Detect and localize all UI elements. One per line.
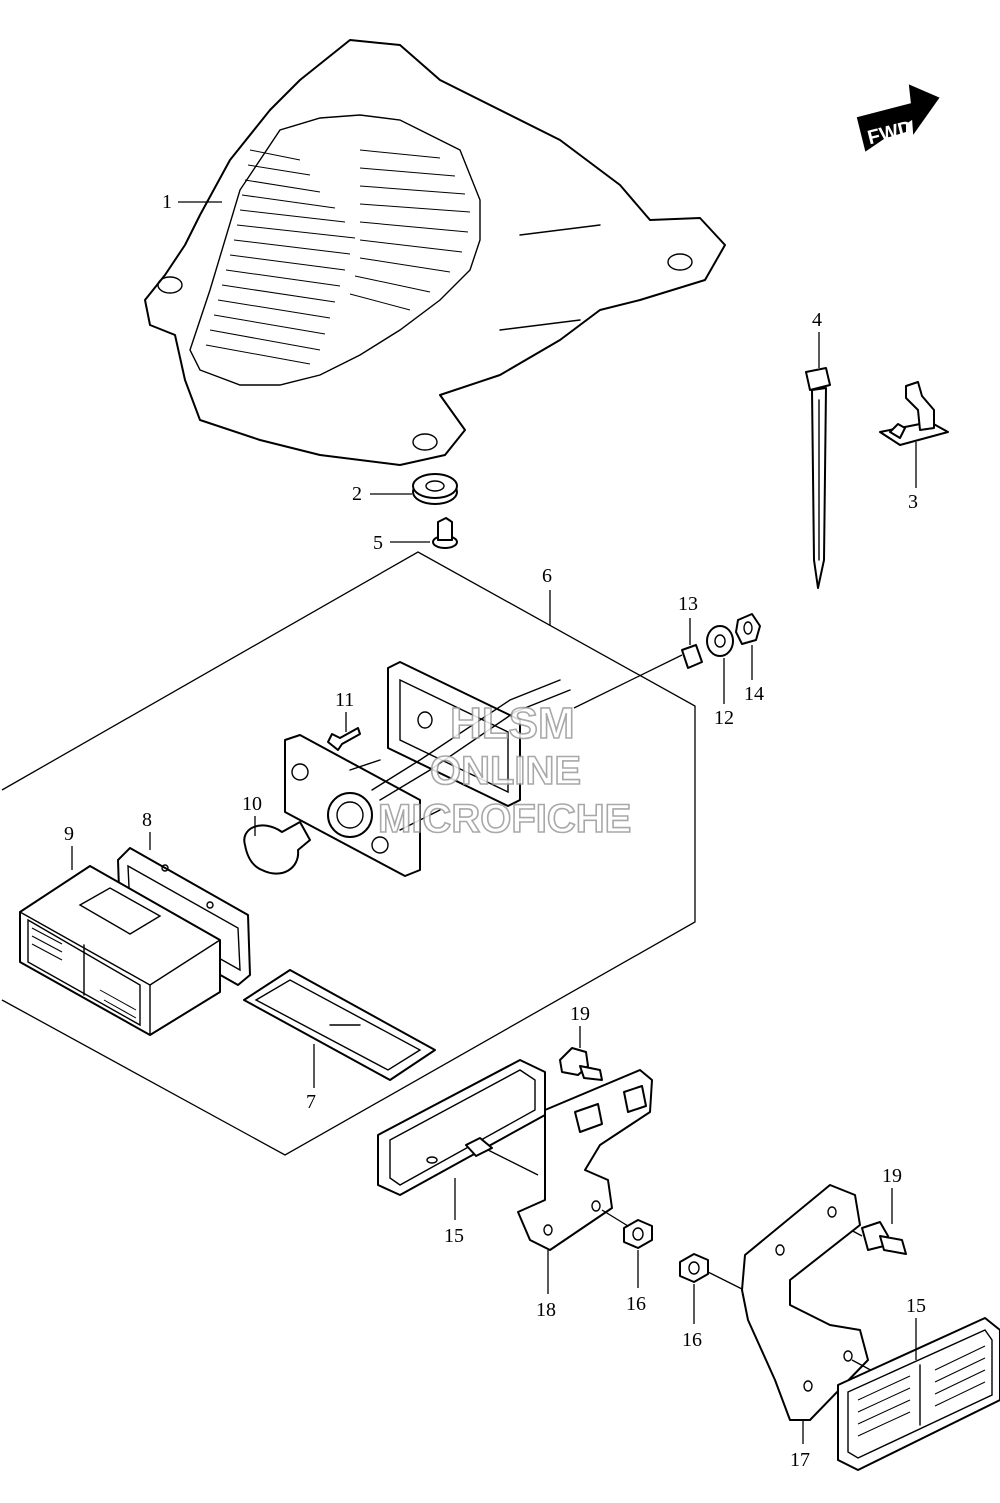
callout-19-lower: 19 [882, 1165, 902, 1187]
leader-line [487, 1149, 539, 1176]
part-17-bracket[interactable] [741, 1184, 869, 1421]
callout-14: 14 [744, 683, 764, 705]
callout-12: 12 [714, 707, 734, 729]
callout-11: 11 [335, 689, 354, 711]
callout-7: 7 [306, 1091, 316, 1113]
part-16-nut[interactable] [623, 1219, 653, 1249]
part-6-license-lamp[interactable] [284, 661, 571, 877]
part-13-collar[interactable] [681, 644, 703, 669]
callout-5: 5 [373, 532, 383, 554]
fwd-arrow-icon: FWD [856, 84, 940, 152]
watermark-line-3: MICROFICHE [378, 797, 631, 841]
callout-8: 8 [142, 809, 152, 831]
part-15-reflector[interactable] [377, 1059, 546, 1196]
callout-9: 9 [64, 823, 74, 845]
watermark-line-1: HLSM [450, 699, 575, 748]
part-7-lens-cover[interactable] [243, 969, 436, 1081]
assembly-6-boundary [1, 551, 696, 1156]
callout-3: 3 [908, 491, 918, 513]
callout-1: 1 [162, 191, 172, 213]
callout-17: 17 [790, 1449, 810, 1471]
part-5-screw[interactable] [432, 517, 458, 549]
callout-2: 2 [352, 483, 362, 505]
part-18-bracket[interactable] [517, 1069, 653, 1251]
part-16-nut[interactable] [679, 1253, 709, 1283]
callout-6: 6 [542, 565, 552, 587]
callout-13: 13 [678, 593, 698, 615]
part-10-bulb[interactable] [243, 821, 311, 875]
callout-15-left: 15 [444, 1225, 464, 1247]
watermark: HLSM ONLINE MICROFICHE [377, 698, 632, 842]
part-12-washer[interactable] [706, 625, 734, 657]
part-15-reflector[interactable] [837, 1317, 1000, 1471]
part-1-tail-lamp-housing[interactable] [144, 39, 726, 466]
callout-16-upper: 16 [626, 1293, 646, 1315]
callout-15-right: 15 [906, 1295, 926, 1317]
part-14-nut[interactable] [735, 613, 761, 645]
callout-10: 10 [242, 793, 262, 815]
part-19-bolt[interactable] [559, 1047, 603, 1081]
leader-line [707, 1271, 745, 1291]
part-9-lens[interactable] [19, 865, 221, 1036]
callout-19-upper: 19 [570, 1003, 590, 1025]
watermark-line-2: ONLINE [430, 749, 581, 793]
callout-16-lower: 16 [682, 1329, 702, 1351]
part-11-screw[interactable] [327, 727, 361, 751]
part-3-clamp[interactable] [879, 381, 949, 446]
leader-line [573, 654, 683, 709]
part-2-grommet[interactable] [412, 473, 458, 505]
part-19-bolt[interactable] [861, 1221, 907, 1255]
callout-18: 18 [536, 1299, 556, 1321]
leader-line [601, 1209, 629, 1227]
part-4-cable-tie[interactable] [805, 367, 831, 589]
callout-4: 4 [812, 309, 822, 331]
